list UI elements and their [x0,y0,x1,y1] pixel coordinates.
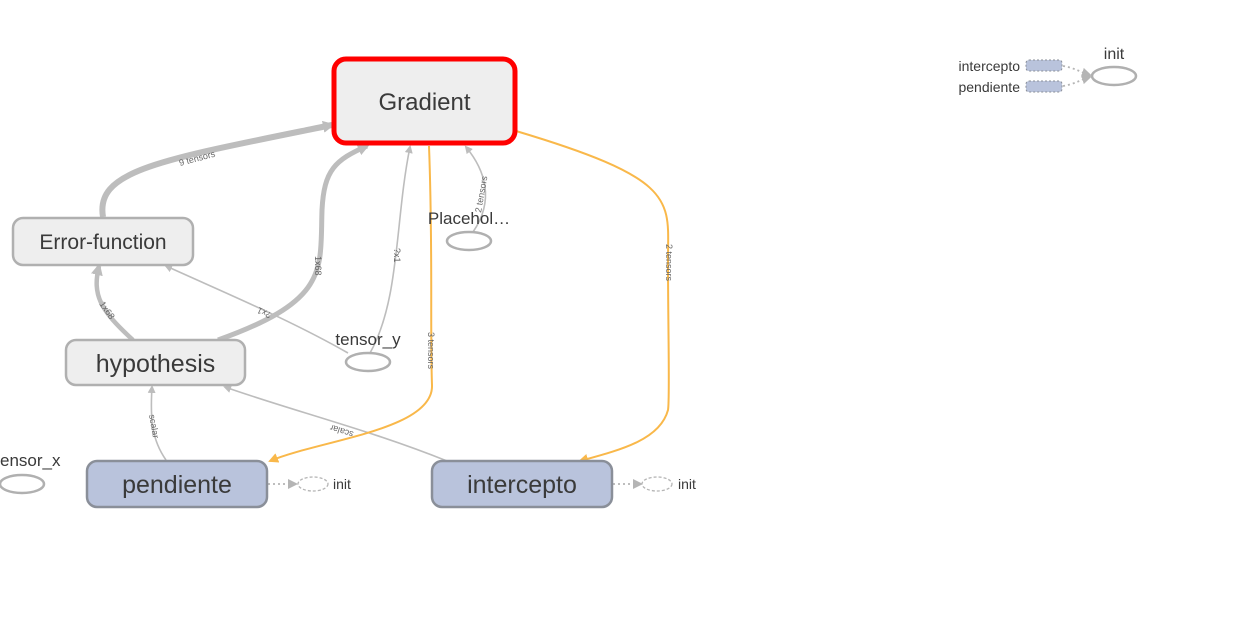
node-pendiente[interactable]: pendiente [85,459,269,509]
init-legend: init intercepto pendiente [958,46,1138,95]
legend-item-intercepto-label: intercepto [959,58,1021,74]
edge-intercepto-to-hypothesis[interactable] [223,385,448,462]
node-placeholder[interactable]: Placehol… [428,209,510,252]
edge-label-placeholder-to-gradient: 2 tensors [473,175,489,214]
legend-init-title: init [1104,46,1125,63]
legend-init-node[interactable] [1090,65,1138,87]
node-gradient-label: Gradient [378,89,470,116]
edge-hypothesis-to-error[interactable] [91,263,135,342]
node-intercepto-label: intercepto [467,471,577,499]
node-hypothesis[interactable]: hypothesis [64,338,247,387]
edge-tensor-y-to-gradient[interactable] [369,145,413,354]
edge-label-gradient-to-pendiente: 3 tensors [426,332,436,370]
node-hypothesis-label: hypothesis [96,350,216,378]
edge-gradient-to-pendiente[interactable] [268,145,434,463]
edge-label-tensor-y-to-gradient: ?x1 [392,248,402,263]
edge-placeholder-to-gradient[interactable] [464,145,487,233]
edge-label-gradient-to-intercepto: 2 tensors [664,244,674,282]
node-error-function[interactable]: Error-function [11,216,195,267]
node-tensor-y[interactable]: tensor_y [335,330,401,373]
edge-label-hypothesis-to-gradient: 1x68 [313,256,323,276]
node-pendiente-init-label: init [333,476,351,492]
legend-item-pendiente-box[interactable] [1025,80,1063,93]
edge-hypothesis-to-gradient[interactable] [217,143,370,343]
edge-error-to-gradient[interactable] [99,120,335,218]
legend-item-intercepto-box[interactable] [1025,59,1063,72]
node-tensor-y-label: tensor_y [335,330,401,349]
node-tensor-x[interactable]: ensor_x [0,451,61,495]
edge-tensor-y-to-error[interactable] [164,264,349,354]
legend-edge-intercepto [1062,65,1092,78]
node-intercepto-init[interactable]: init [641,476,696,492]
node-intercepto-init-label: init [678,476,696,492]
node-gradient[interactable]: Gradient [331,56,518,146]
edge-pendiente-to-hypothesis[interactable] [147,385,167,461]
node-error-function-label: Error-function [39,231,166,254]
node-placeholder-label: Placehol… [428,209,510,228]
legend-edge-pendiente [1062,74,1092,87]
edge-gradient-to-intercepto[interactable] [515,130,670,464]
legend-item-pendiente-label: pendiente [958,79,1020,95]
node-tensor-x-label: ensor_x [0,451,61,470]
node-pendiente-init[interactable]: init [297,476,351,492]
node-intercepto[interactable]: intercepto [430,459,614,509]
node-pendiente-label: pendiente [122,471,232,499]
edge-label-pendiente-to-hypothesis: scalar [147,414,161,439]
